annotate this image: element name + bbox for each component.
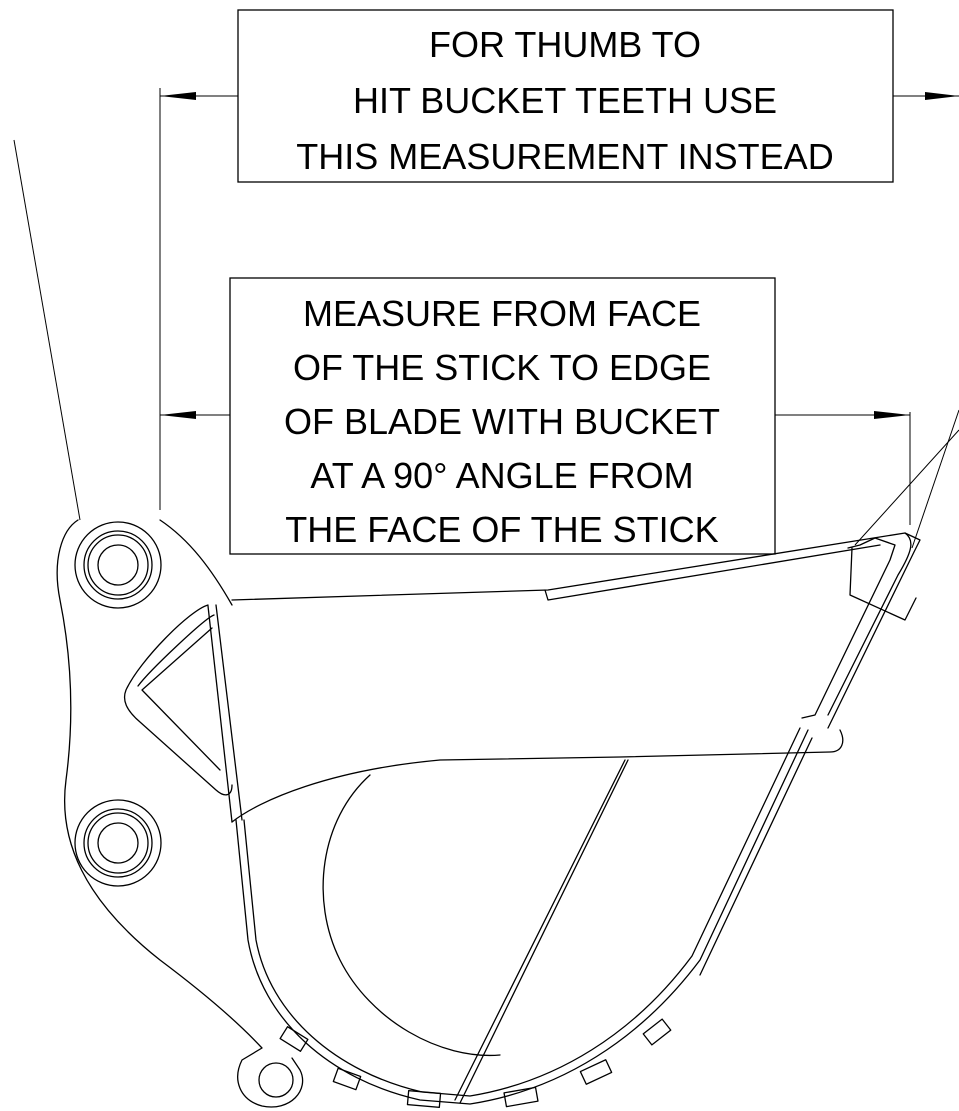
thumb-note-line-2: HIT BUCKET TEETH USE bbox=[353, 80, 777, 121]
blade-edge bbox=[827, 532, 912, 716]
pin-lower bbox=[74, 799, 162, 887]
bucket-shell bbox=[235, 729, 809, 1105]
stick-face-line bbox=[13, 139, 81, 521]
bucket-side-plate bbox=[56, 519, 304, 1108]
measure-note-line-4: AT A 90° ANGLE FROM bbox=[310, 455, 693, 496]
bucket-top-plate bbox=[231, 532, 921, 729]
bucket-body-upper bbox=[231, 729, 844, 823]
measure-note-line-5: THE FACE OF THE STICK bbox=[285, 509, 718, 550]
thumb-note-line-3: THIS MEASUREMENT INSTEAD bbox=[296, 136, 833, 177]
dimension-thumb-to-teeth bbox=[160, 92, 959, 100]
bucket-drawing bbox=[56, 519, 921, 1109]
measure-note-line-1: MEASURE FROM FACE bbox=[303, 293, 701, 334]
wear-pads bbox=[279, 1018, 672, 1109]
measure-note-line-2: OF THE STICK TO EDGE bbox=[293, 347, 711, 388]
bucket-inner-arc bbox=[322, 774, 501, 1057]
thumb-note-box: FOR THUMB TO HIT BUCKET TEETH USE THIS M… bbox=[237, 9, 894, 183]
measure-note-line-3: OF BLADE WITH BUCKET bbox=[284, 401, 720, 442]
bucket-frame-left bbox=[123, 604, 233, 796]
dimension-stick-to-blade bbox=[160, 411, 910, 419]
stick-edge-line-2 bbox=[854, 429, 959, 546]
ear-top-edge bbox=[159, 519, 233, 606]
stick-edge-line bbox=[911, 409, 959, 549]
thumb-note-line-1: FOR THUMB TO bbox=[429, 24, 701, 65]
lifting-eye bbox=[258, 1062, 294, 1098]
pin-upper bbox=[74, 521, 162, 609]
measure-note-box: MEASURE FROM FACE OF THE STICK TO EDGE O… bbox=[229, 277, 776, 555]
bucket-divider bbox=[454, 759, 626, 1101]
